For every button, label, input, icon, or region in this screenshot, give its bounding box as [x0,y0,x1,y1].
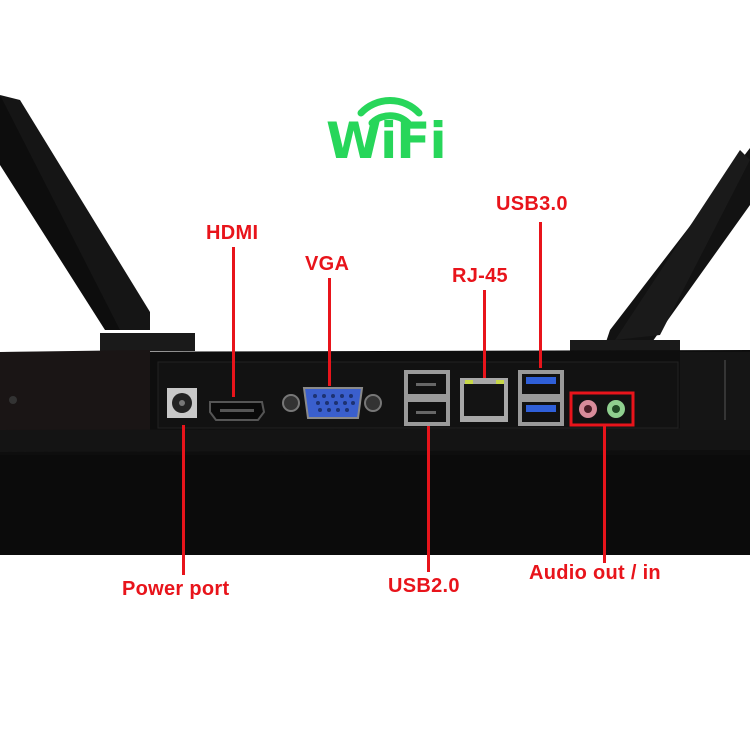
hdmi-leader [232,247,235,397]
vga-port [282,387,382,419]
power-port [167,388,197,418]
hdmi-port [209,401,266,421]
usb2-label: USB2.0 [388,575,460,597]
audio-leader [603,425,606,563]
audio-in-jack [607,400,625,418]
hdmi-label: HDMI [206,222,259,244]
power-leader [182,425,185,575]
rj45-leader [483,290,486,378]
wifi-logo-text: WiFi [326,112,447,170]
wifi-signal-icon [357,97,423,127]
rj45-label: RJ-45 [452,265,508,287]
usb2-ports [404,370,450,426]
audio-label: Audio out / in [529,562,661,584]
vga-label: VGA [305,253,350,275]
vga-leader [328,278,331,386]
usb3-ports [518,370,564,426]
rj45-port [460,378,508,422]
usb2-leader [427,426,430,572]
audio-highlight-box [569,391,635,427]
usb3-leader [539,222,542,368]
audio-out-jack [579,400,597,418]
usb3-label: USB3.0 [496,193,568,215]
power-port-label: Power port [122,578,230,600]
